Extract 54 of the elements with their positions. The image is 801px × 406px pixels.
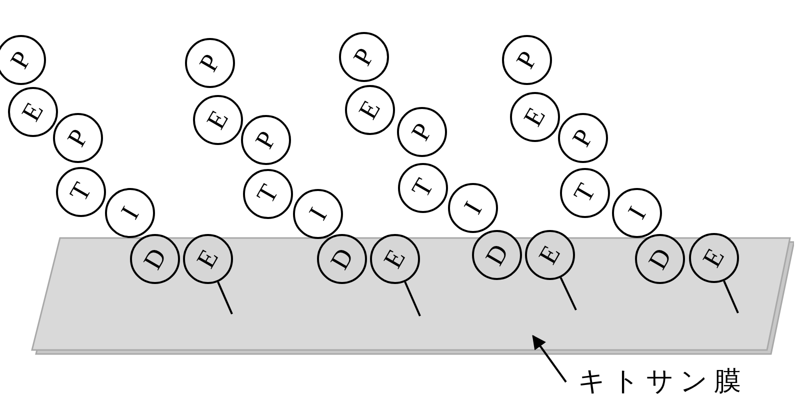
residue-letter: P — [512, 47, 542, 73]
residue-letter: E — [354, 96, 386, 124]
residue-letter: I — [460, 198, 486, 218]
residue-letter: E — [534, 242, 566, 268]
membrane-label: キトサン膜 — [578, 366, 747, 398]
residue-letter: D — [326, 244, 358, 274]
residue-letter: P — [407, 119, 437, 145]
amino-acid-bead — [397, 107, 447, 157]
residue-letter: P — [251, 127, 281, 153]
residue-letter: P — [6, 47, 36, 73]
residue-letter: P — [195, 50, 225, 76]
residue-letter: I — [624, 202, 650, 224]
residue-letter: D — [481, 240, 513, 270]
amino-acid-bead — [241, 115, 291, 165]
residue-letter: T — [408, 174, 438, 202]
residue-letter: I — [304, 204, 332, 224]
amino-acid-bead — [243, 169, 293, 219]
residue-letter: T — [252, 180, 284, 208]
residue-letter: P — [568, 125, 598, 151]
tether-line — [217, 282, 233, 314]
residue-letter: E — [380, 246, 410, 272]
tether-line — [560, 277, 577, 310]
residue-letter: P — [349, 44, 379, 70]
tether-line — [723, 280, 739, 314]
residue-letter: T — [66, 178, 96, 206]
residue-letter: E — [698, 244, 730, 272]
amino-acid-bead — [53, 113, 103, 163]
amino-acid-bead — [0, 35, 46, 85]
amino-acid-bead — [8, 87, 58, 137]
amino-acid-bead — [398, 163, 448, 213]
amino-acid-bead — [56, 167, 106, 217]
tether-line — [404, 282, 421, 316]
residue-letter: P — [63, 125, 93, 151]
amino-acid-bead — [185, 38, 235, 88]
residue-letter: I — [116, 202, 144, 224]
amino-acid-bead — [560, 168, 610, 218]
residue-letter: E — [520, 104, 550, 130]
amino-acid-bead — [105, 188, 155, 238]
amino-acid-bead — [558, 113, 608, 163]
amino-acid-bead — [502, 35, 552, 85]
amino-acid-bead — [339, 32, 389, 82]
residue-letter: E — [18, 98, 48, 126]
residue-letter: E — [202, 106, 234, 134]
residue-letter: D — [139, 244, 171, 274]
residue-letter: D — [644, 244, 676, 274]
arrow — [532, 334, 567, 383]
amino-acid-bead — [193, 95, 243, 145]
amino-acid-bead — [612, 188, 662, 238]
amino-acid-bead — [448, 183, 498, 233]
residue-letter: T — [570, 180, 600, 206]
amino-acid-bead — [345, 85, 395, 135]
amino-acid-bead — [510, 92, 560, 142]
residue-letter: E — [192, 246, 224, 272]
amino-acid-bead — [293, 189, 343, 239]
